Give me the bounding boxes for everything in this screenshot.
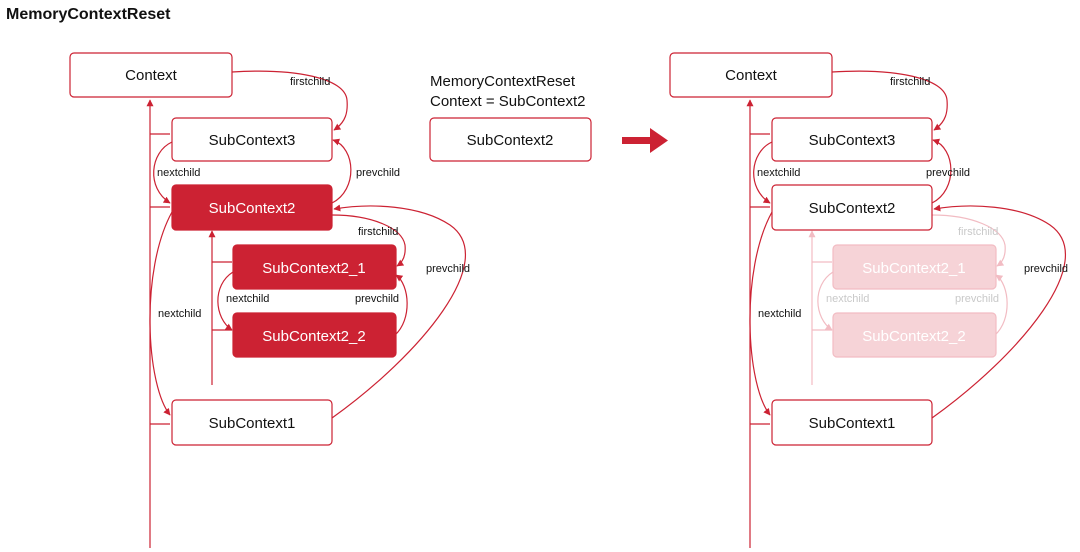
edge-label-faded: firstchild [958, 226, 998, 238]
context-label: Context [725, 67, 778, 84]
nextchild-edge [153, 141, 173, 204]
subcontext2-label: SubContext2 [209, 200, 296, 217]
prevchild-edge-faded [994, 274, 1008, 336]
subcontext1-label: SubContext1 [809, 415, 896, 432]
firstchild-edge [331, 214, 406, 267]
edge-label-faded: nextchild [826, 293, 869, 305]
context-label: Context [125, 67, 178, 84]
edge-label-faded: prevchild [955, 293, 999, 305]
prevchild-edge [331, 138, 352, 204]
subcontext2-2-label: SubContext2_2 [262, 328, 365, 345]
context-box [69, 52, 233, 98]
subcontext2-1-label: SubContext2_1 [262, 260, 365, 277]
subcontext1-box [771, 399, 933, 446]
edge-label: prevchild [426, 263, 470, 275]
edge-label: nextchild [157, 167, 200, 179]
edge-label: prevchild [355, 293, 399, 305]
nextchild-edge-faded [817, 271, 834, 331]
operation-line1: MemoryContextReset [430, 73, 576, 90]
edge-label: nextchild [226, 293, 269, 305]
prevchild-edge [394, 274, 408, 336]
nextchild-edge [753, 141, 773, 204]
page-title: MemoryContextReset [6, 6, 171, 23]
subcontext2-2-box [232, 312, 397, 358]
subcontext3-label: SubContext3 [809, 132, 896, 149]
edge-label: firstchild [290, 76, 330, 88]
subcontext2-2-box-faded [832, 312, 997, 358]
nextchild-edge [217, 271, 234, 331]
subcontext2-box [171, 184, 333, 231]
operation-panel: MemoryContextReset Context = SubContext2… [429, 73, 668, 162]
subcontext2-1-box [232, 244, 397, 290]
firstchild-edge-faded [931, 214, 1006, 267]
nextchild-edge [749, 211, 773, 416]
subcontext2-label: SubContext2 [809, 200, 896, 217]
subcontext1-label: SubContext1 [209, 415, 296, 432]
subcontext3-label: SubContext3 [209, 132, 296, 149]
edge-label: nextchild [757, 167, 800, 179]
target-box [429, 117, 592, 162]
edge-label: firstchild [358, 226, 398, 238]
arrow-right-icon [622, 128, 668, 153]
subcontext2-box [771, 184, 933, 231]
context-box [669, 52, 833, 98]
prevchild-edge [931, 204, 1067, 419]
firstchild-edge [231, 70, 348, 131]
edge-label: prevchild [356, 167, 400, 179]
edge-label: prevchild [926, 167, 970, 179]
edge-label: nextchild [158, 308, 201, 320]
operation-line2: Context = SubContext2 [430, 93, 586, 110]
before-diagram: Context SubContext3 SubContext2 SubConte… [69, 52, 470, 548]
subcontext1-box [171, 399, 333, 446]
edge-label: firstchild [890, 76, 930, 88]
firstchild-edge [831, 70, 948, 131]
edge-label: prevchild [1024, 263, 1068, 275]
prevchild-edge [331, 204, 467, 419]
prevchild-edge [931, 138, 952, 204]
edge-label: nextchild [758, 308, 801, 320]
subcontext2-2-label-faded: SubContext2_2 [862, 328, 965, 345]
subcontext3-box [771, 117, 933, 162]
subcontext2-1-label-faded: SubContext2_1 [862, 260, 965, 277]
target-label: SubContext2 [467, 132, 554, 149]
after-diagram: SubContext2_1 SubContext2_2 firstchild n… [669, 52, 1068, 548]
subcontext2-1-box-faded [832, 244, 997, 290]
nextchild-edge [149, 211, 173, 416]
subcontext3-box [171, 117, 333, 162]
